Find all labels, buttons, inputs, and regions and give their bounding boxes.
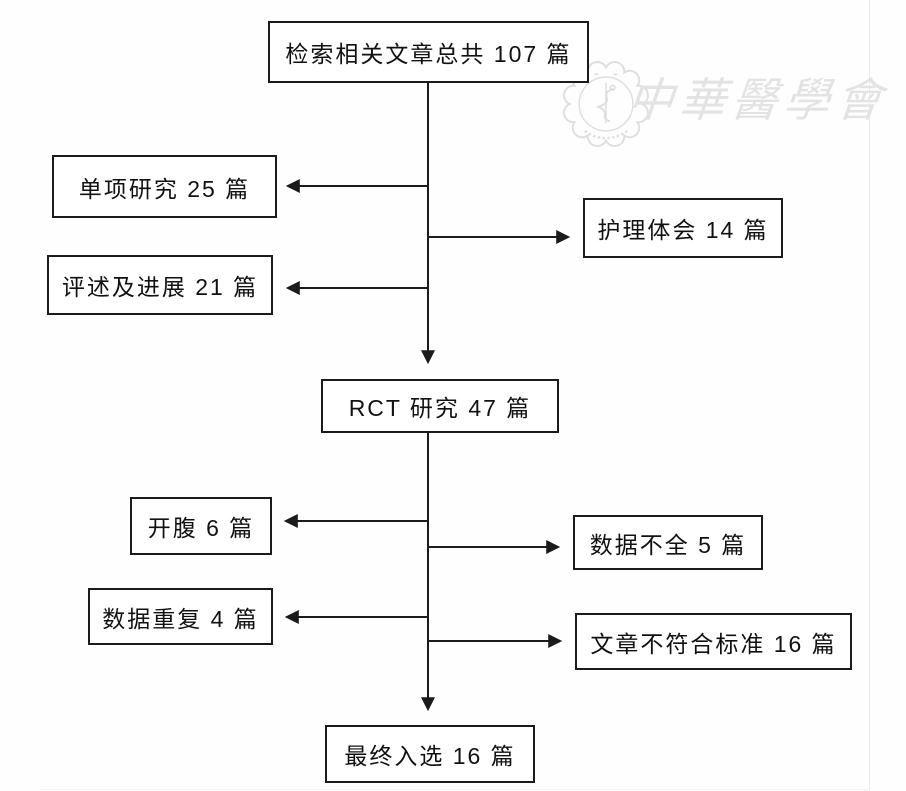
node-incomplete-data: 数据不全 5 篇 xyxy=(573,515,763,570)
scan-page-edge-right xyxy=(869,0,870,791)
cma-seal-icon xyxy=(563,61,649,147)
node-reviews-progress: 评述及进展 21 篇 xyxy=(47,255,273,315)
node-total-articles: 检索相关文章总共 107 篇 xyxy=(268,21,589,83)
scan-page-edge-bottom xyxy=(40,789,870,790)
node-duplicate-data: 数据重复 4 篇 xyxy=(88,588,273,645)
node-final-included: 最终入选 16 篇 xyxy=(325,725,535,783)
node-rct-studies: RCT 研究 47 篇 xyxy=(321,379,559,433)
node-single-studies: 单项研究 25 篇 xyxy=(52,155,277,218)
node-nonstandard-articles: 文章不符合标准 16 篇 xyxy=(575,613,852,670)
node-open-surgery: 开腹 6 篇 xyxy=(130,497,272,555)
node-nursing-experience: 护理体会 14 篇 xyxy=(583,198,783,258)
